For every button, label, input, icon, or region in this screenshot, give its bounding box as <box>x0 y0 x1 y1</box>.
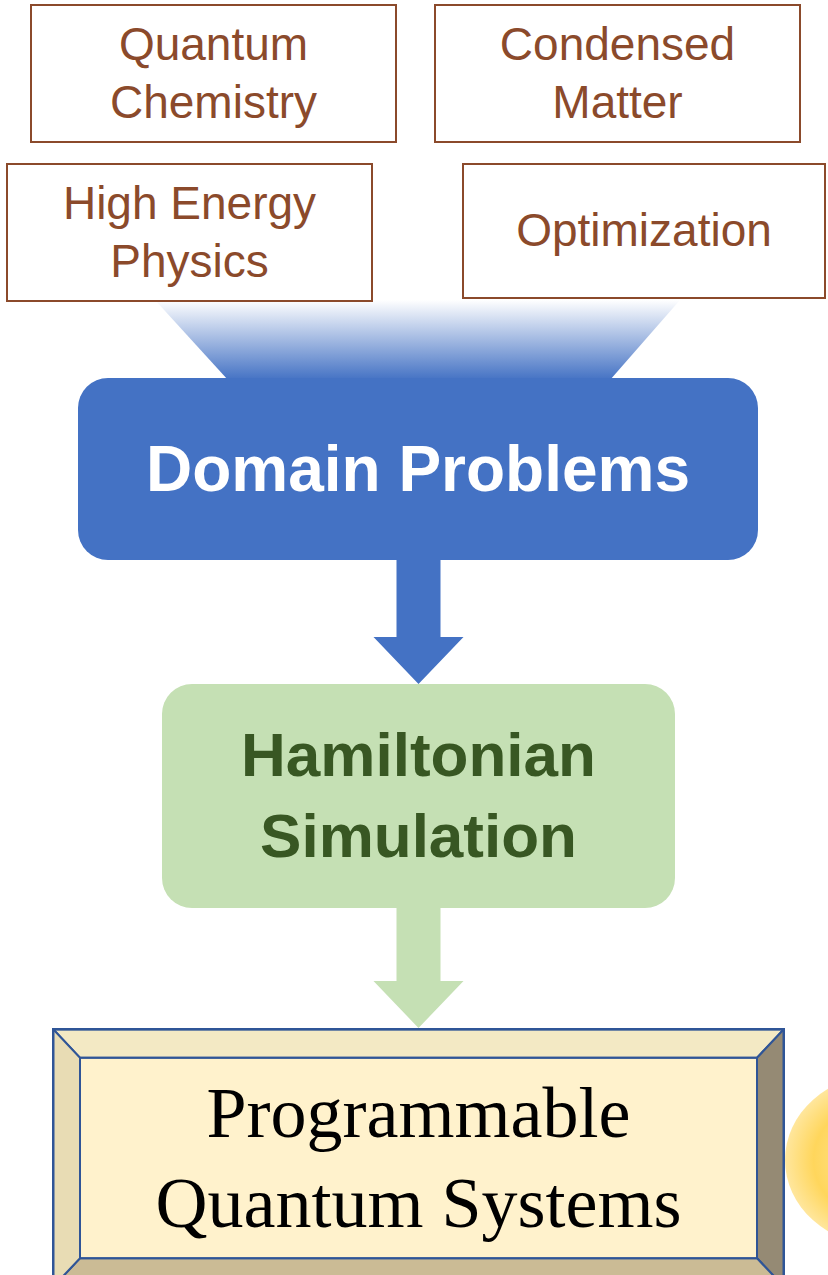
domain-box: Domain Problems <box>78 378 758 560</box>
glow-light <box>785 1075 828 1245</box>
node-label: High Energy Physics <box>18 175 361 290</box>
node-label: Programmable Quantum Systems <box>92 1068 745 1248</box>
bevel-side <box>52 1028 80 1275</box>
field-box: Optimization <box>462 163 826 299</box>
node-label: Optimization <box>516 202 772 260</box>
field-box: Quantum Chemistry <box>30 4 397 143</box>
process-box: Hamiltonian Simulation <box>162 684 675 908</box>
funnel <box>155 300 680 380</box>
field-box: Condensed Matter <box>434 4 801 143</box>
field-box: High Energy Physics <box>6 163 373 302</box>
node-label: Quantum Chemistry <box>42 16 385 131</box>
frame-border <box>53 1029 784 1275</box>
node-label: Condensed Matter <box>446 16 789 131</box>
block-arrow <box>374 908 464 1028</box>
bevel-side <box>52 1028 785 1058</box>
bevel-side <box>52 1258 785 1275</box>
node-label: Hamiltonian Simulation <box>182 715 655 876</box>
block-arrow <box>374 560 464 684</box>
bevel-side <box>757 1028 785 1275</box>
system-frame: Programmable Quantum Systems <box>52 1028 785 1275</box>
node-label: Domain Problems <box>146 431 690 508</box>
bevel-face <box>80 1058 757 1258</box>
